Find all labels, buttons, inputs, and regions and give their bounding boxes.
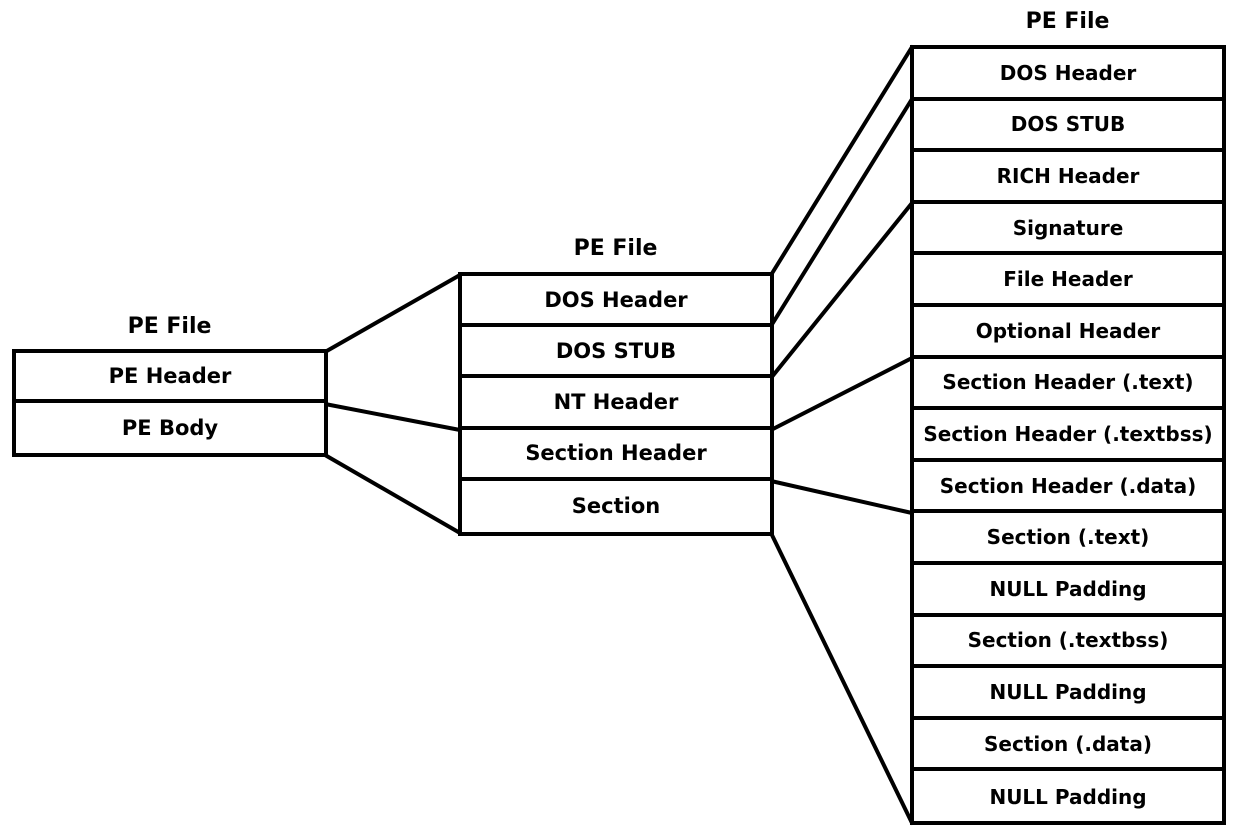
section-data-block: Section (.data) xyxy=(914,720,1222,772)
pe-file-overview-stack: PE Header PE Body xyxy=(12,349,328,457)
section-block: Section xyxy=(571,494,661,519)
connector-dos-header-bottom xyxy=(769,97,914,328)
optional-header-block: Optional Header xyxy=(914,307,1222,359)
null-padding-block: NULL Padding xyxy=(914,668,1222,720)
dos-stub-detail-block: DOS STUB xyxy=(914,101,1222,153)
connector-pe-body-bottom xyxy=(323,453,462,535)
level-2-title: PE File xyxy=(573,236,658,261)
section-textbss-block: Section (.textbss) xyxy=(914,617,1222,669)
pe-body-block: PE Body xyxy=(121,416,219,440)
signature-block: Signature xyxy=(914,204,1222,256)
null-padding-block: NULL Padding xyxy=(914,565,1222,617)
pe-file-detail-stack: DOS Header DOS STUB RICH Header Signatur… xyxy=(910,45,1226,825)
connector-pe-header-top xyxy=(323,273,462,354)
connector-pe-header-body-split xyxy=(323,402,462,432)
section-text-block: Section (.text) xyxy=(914,513,1222,565)
dos-header-detail-block: DOS Header xyxy=(914,49,1222,101)
pe-file-structure-stack: DOS Header DOS STUB NT Header Section He… xyxy=(458,272,774,536)
level-1-title: PE File xyxy=(127,314,212,339)
section-header-block: Section Header xyxy=(462,430,770,481)
null-padding-block: NULL Padding xyxy=(989,785,1147,810)
section-header-data-block: Section Header (.data) xyxy=(914,462,1222,514)
connector-section-header-bottom xyxy=(769,479,914,515)
rich-header-block: RICH Header xyxy=(914,152,1222,204)
section-header-textbss-block: Section Header (.textbss) xyxy=(914,410,1222,462)
connector-nt-header-top xyxy=(769,201,914,380)
level-3-title: PE File xyxy=(1025,9,1110,34)
nt-header-block: NT Header xyxy=(462,378,770,430)
section-header-text-block: Section Header (.text) xyxy=(914,359,1222,411)
connector-dos-header-top xyxy=(769,45,914,277)
file-header-block: File Header xyxy=(914,255,1222,307)
dos-stub-block: DOS STUB xyxy=(462,327,770,379)
dos-header-block: DOS Header xyxy=(462,276,770,328)
connector-section-bottom xyxy=(769,531,914,825)
connector-nt-header-bottom xyxy=(769,356,914,432)
pe-header-block: PE Header xyxy=(16,353,324,403)
